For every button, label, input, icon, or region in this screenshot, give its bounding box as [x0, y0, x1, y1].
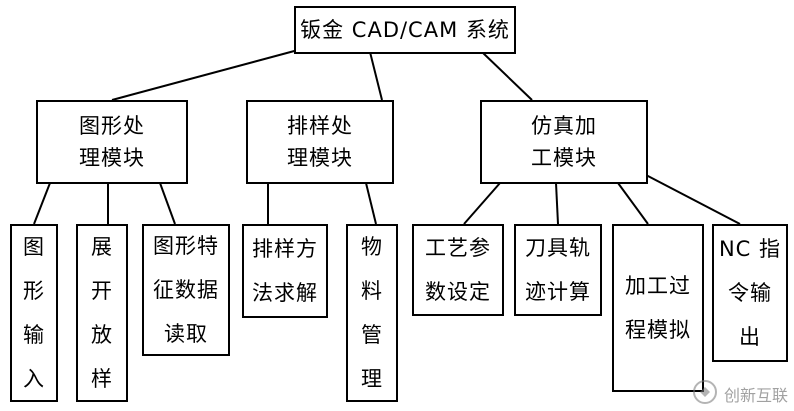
connector-root-nesting: [369, 51, 383, 101]
watermark: 创新互联: [692, 379, 788, 409]
leaf-box-nesting-method: 排样方 法求解: [242, 224, 328, 318]
leaf-box-graphic-input: 图 形 输 入: [10, 224, 58, 402]
leaf-box-material-management: 物 料 管 理: [346, 224, 398, 402]
connector-simulation-leaf4: [645, 174, 741, 225]
leaf-box-unfold-layout: 展 开 放 样: [76, 224, 128, 402]
leaf-label-nc-output: NC 指 令输 出: [718, 237, 782, 349]
logo-icon: [692, 379, 718, 409]
leaf-label-graphic-input: 图 形 输 入: [23, 235, 45, 391]
leaf-label-process-params: 工艺参 数设定: [425, 236, 491, 304]
leaf-label-feature-data: 图形特 征数据 读取: [153, 234, 219, 346]
module-box-nesting: 排样处 理模块: [246, 100, 394, 184]
root-label: 钣金 CAD/CAM 系统: [300, 18, 510, 42]
leaf-label-unfold-layout: 展 开 放 样: [91, 235, 113, 391]
connector-simulation-leaf2: [555, 182, 559, 225]
watermark-text: 创新互联: [723, 386, 788, 405]
connector-root-graphics: [111, 49, 299, 101]
connector-root-simulation: [481, 51, 533, 101]
module-box-simulation: 仿真加 工模块: [480, 100, 648, 184]
module-box-graphics: 图形处 理模块: [36, 100, 188, 184]
leaf-box-feature-data: 图形特 征数据 读取: [142, 224, 230, 356]
leaf-box-machining-sim: 加工过 程模拟: [612, 224, 704, 392]
leaf-label-toolpath-calc: 刀具轨 迹计算: [525, 236, 591, 304]
connector-graphics-leaf3: [159, 182, 176, 225]
leaf-box-nc-output: NC 指 令输 出: [712, 224, 788, 362]
module-label-simulation: 仿真加 工模块: [531, 114, 597, 170]
leaf-label-nesting-method: 排样方 法求解: [252, 237, 318, 305]
root-box: 钣金 CAD/CAM 系统: [294, 6, 516, 54]
leaf-box-process-params: 工艺参 数设定: [412, 224, 504, 316]
module-label-nesting: 排样处 理模块: [287, 114, 353, 170]
connector-graphics-leaf1: [33, 182, 51, 225]
connector-simulation-leaf3: [617, 182, 649, 225]
connector-nesting-leaf2: [365, 182, 377, 225]
leaf-label-material-management: 物 料 管 理: [361, 235, 383, 391]
leaf-box-toolpath-calc: 刀具轨 迹计算: [514, 224, 602, 316]
module-label-graphics: 图形处 理模块: [79, 114, 145, 170]
connector-simulation-leaf1: [463, 182, 501, 225]
leaf-label-machining-sim: 加工过 程模拟: [625, 274, 691, 342]
